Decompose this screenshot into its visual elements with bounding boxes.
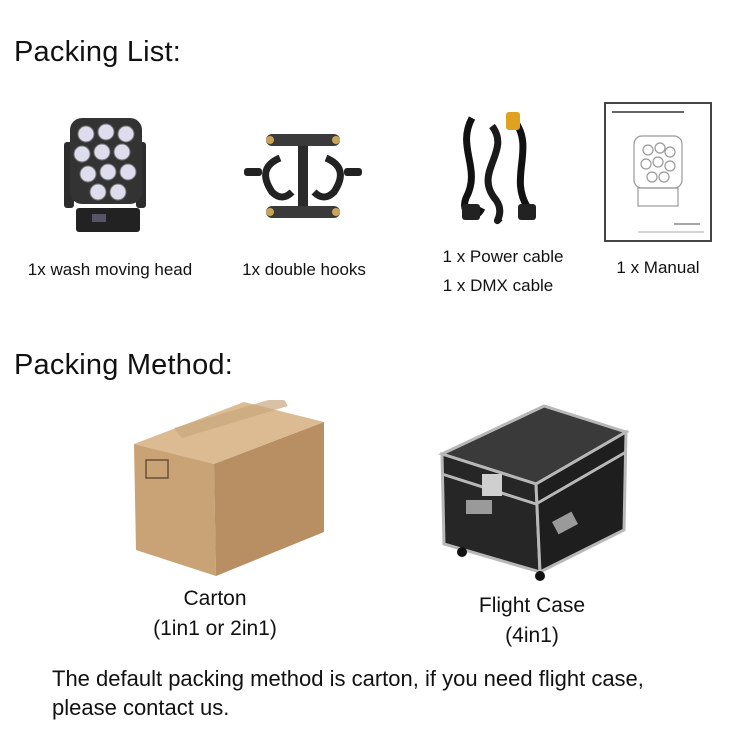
item-manual-label: 1 x Manual — [616, 258, 700, 277]
item-double-hooks-label: 1x double hooks — [242, 260, 366, 279]
item-power-cable-label: 1 x Power cable — [442, 247, 564, 266]
carton-box-icon — [130, 400, 326, 580]
manual-icon — [604, 102, 712, 242]
carton-detail: (1in1 or 2in1) — [153, 617, 277, 640]
moving-head-light-icon — [56, 112, 152, 236]
packing-note-line-1: The default packing method is carton, if… — [52, 666, 644, 691]
double-hooks-icon — [240, 128, 366, 224]
packing-note-line-2: please contact us. — [52, 695, 230, 720]
flight-case-detail: (4in1) — [505, 624, 559, 647]
packing-method-title: Packing Method: — [14, 349, 234, 381]
carton-name: Carton — [183, 587, 247, 610]
packing-list-title: Packing List: — [14, 36, 182, 68]
flight-case-icon — [436, 404, 630, 584]
item-dmx-cable-label: 1 x DMX cable — [442, 276, 554, 295]
item-moving-head-label: 1x wash moving head — [27, 260, 193, 279]
cables-icon — [452, 108, 542, 232]
flight-case-name: Flight Case — [478, 594, 586, 617]
